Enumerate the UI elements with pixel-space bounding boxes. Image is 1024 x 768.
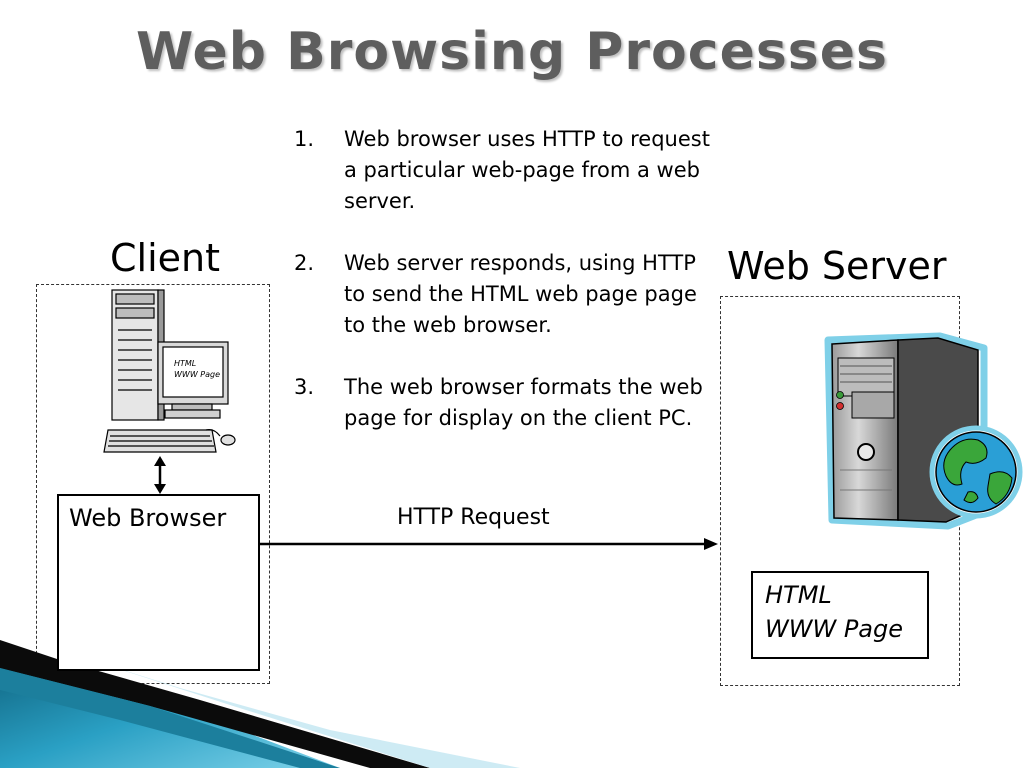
step-item: 2. Web server responds, using HTTP to se… [294, 248, 724, 341]
http-request-arrow [260, 538, 718, 550]
client-label: Client [110, 236, 221, 280]
web-server-label: Web Server [727, 244, 947, 288]
slide-title: Web Browsing Processes [136, 22, 888, 82]
client-browser-double-arrow [154, 456, 166, 494]
html-page-line: WWW Page [765, 615, 903, 643]
client-computer-icon [103, 289, 236, 453]
step-text: The web browser formats the web page for… [344, 375, 703, 430]
client-dashed-boundary [36, 284, 270, 684]
decorative-wave [0, 640, 520, 768]
monitor-text-line: WWW Page [174, 370, 220, 379]
html-page-line: HTML [765, 581, 832, 609]
globe-icon [929, 425, 1023, 519]
http-request-label: HTTP Request [397, 505, 550, 530]
step-text: Web browser uses HTTP to request a parti… [344, 127, 710, 213]
step-text: Web server responds, using HTTP to send … [344, 251, 697, 337]
web-browser-box: Web Browser [57, 494, 260, 671]
html-page-box: HTML WWW Page [751, 571, 929, 659]
monitor-text-line: HTML [174, 359, 197, 368]
step-item: 1. Web browser uses HTTP to request a pa… [294, 124, 724, 217]
web-browser-label: Web Browser [69, 504, 227, 532]
step-number: 1. [294, 127, 315, 151]
step-number: 3. [294, 375, 315, 399]
process-steps-list: 1. Web browser uses HTTP to request a pa… [294, 124, 724, 465]
monitor-screen-text: HTML WWW Page [174, 358, 220, 380]
step-item: 3. The web browser formats the web page … [294, 372, 724, 434]
step-number: 2. [294, 251, 315, 275]
